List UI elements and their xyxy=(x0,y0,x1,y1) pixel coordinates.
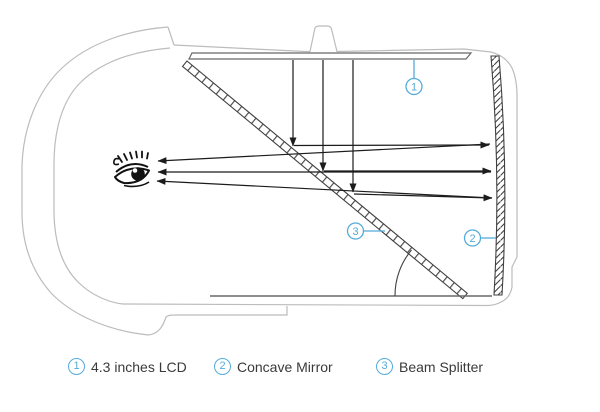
eye-icon xyxy=(113,150,150,188)
callout-mirror-number: 2 xyxy=(469,233,475,245)
legend-badge-2: 2 xyxy=(214,358,231,375)
ray-to-eye-3 xyxy=(156,177,493,199)
beam-splitter xyxy=(181,60,469,300)
light-rays xyxy=(156,60,493,202)
legend-label-beam-splitter: Beam Splitter xyxy=(399,358,484,375)
callout-splitter: 3 xyxy=(346,222,385,240)
callout-splitter-number: 3 xyxy=(352,226,358,238)
ray-to-mirror-1 xyxy=(293,141,490,149)
concave-mirror xyxy=(490,55,506,296)
legend-label-lcd: 4.3 inches LCD xyxy=(91,358,187,375)
ray-to-eye-1 xyxy=(157,143,491,165)
callout-splitter-circle xyxy=(346,222,365,240)
legend-badge-1: 1 xyxy=(68,358,85,375)
housing-top-joint xyxy=(167,26,175,46)
callout-lcd: 1 xyxy=(405,60,423,96)
housing-inner-shell xyxy=(53,47,171,305)
legend-badge-3: 3 xyxy=(376,358,393,375)
callout-mirror: 2 xyxy=(463,229,496,247)
housing-outer-shell xyxy=(21,26,288,336)
lcd-panel xyxy=(188,52,473,60)
callout-mirror-circle xyxy=(463,229,482,247)
callout-lcd-number: 1 xyxy=(411,82,417,94)
legend-item-beam-splitter: 3 Beam Splitter xyxy=(376,357,483,376)
callout-lcd-circle xyxy=(405,77,423,96)
housing-body xyxy=(122,25,518,307)
angle-arc xyxy=(394,249,412,297)
headset-housing-outline xyxy=(21,25,518,336)
legend-item-concave-mirror: 2 Concave Mirror xyxy=(214,357,333,376)
legend-item-lcd: 1 4.3 inches LCD xyxy=(68,357,187,376)
legend-label-concave-mirror: Concave Mirror xyxy=(237,358,333,375)
legend: 1 4.3 inches LCD 2 Concave Mirror 3 Beam… xyxy=(0,357,600,379)
